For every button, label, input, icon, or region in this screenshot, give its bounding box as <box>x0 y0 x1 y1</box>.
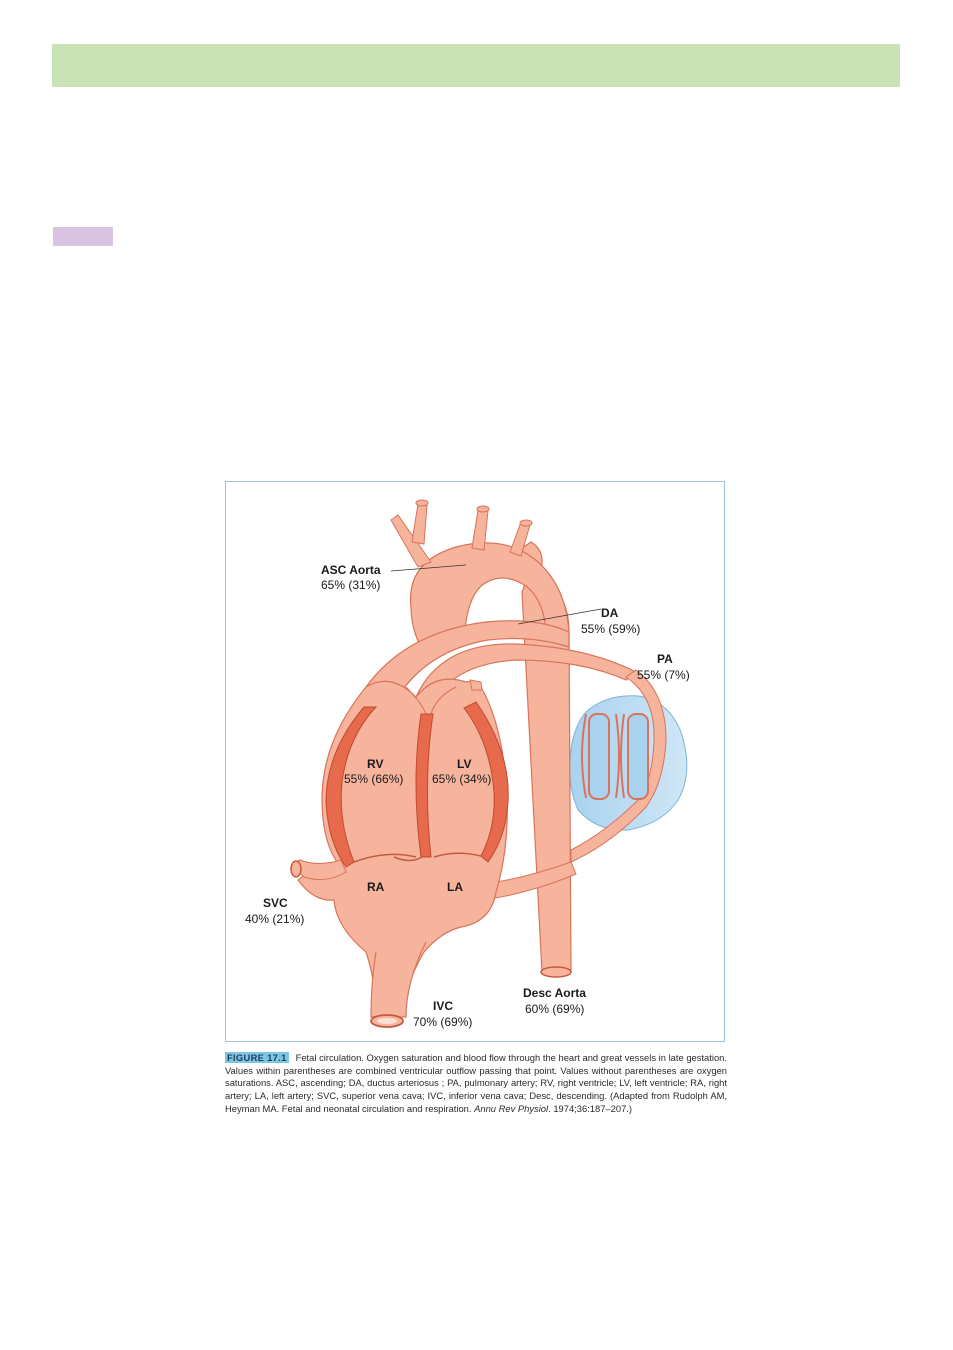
value-rv: 55% (66%) <box>344 772 403 786</box>
lv-wall <box>463 701 509 863</box>
desc-aorta-opening <box>540 966 572 978</box>
label-ivc: IVC <box>433 999 453 1013</box>
septum <box>415 713 434 858</box>
ivc-vessel <box>370 941 427 1018</box>
lung-window-2 <box>627 713 649 800</box>
caption-text: Fetal circulation. Oxygen saturation and… <box>225 1052 727 1114</box>
value-svc: 40% (21%) <box>245 912 304 926</box>
value-pa: 55% (7%) <box>637 668 690 682</box>
figure-frame: ASC Aorta 65% (31%) DA 55% (59%) PA 55% … <box>225 481 725 1042</box>
fetal-circulation-diagram: ASC Aorta 65% (31%) DA 55% (59%) PA 55% … <box>245 499 690 1029</box>
branch-vessel-1 <box>390 514 432 568</box>
label-da: DA <box>601 606 619 620</box>
label-asc-aorta: ASC Aorta <box>321 563 381 577</box>
label-ra: RA <box>367 880 385 894</box>
caption-citation: . 1974;36:187–207.) <box>548 1102 633 1114</box>
branch-vessel-2 <box>411 503 428 545</box>
pulmonary-trunk <box>364 620 570 693</box>
section-tag-box <box>53 227 113 246</box>
label-la: LA <box>447 880 463 894</box>
value-asc-aorta: 65% (31%) <box>321 578 380 592</box>
label-rv: RV <box>367 757 383 771</box>
caption-journal: Annu Rev Physiol <box>474 1102 549 1114</box>
lung-window-1 <box>588 713 610 800</box>
value-lv: 65% (34%) <box>432 772 491 786</box>
figure-number-tag: FIGURE 17.1 <box>225 1052 289 1063</box>
label-pa: PA <box>657 652 673 666</box>
value-da: 55% (59%) <box>581 622 640 636</box>
label-svc: SVC <box>263 896 288 910</box>
header-band <box>52 44 900 87</box>
value-desc-aorta: 60% (69%) <box>525 1002 584 1016</box>
label-lv: LV <box>457 757 471 771</box>
value-ivc: 70% (69%) <box>413 1015 472 1029</box>
label-desc-aorta: Desc Aorta <box>523 986 586 1000</box>
